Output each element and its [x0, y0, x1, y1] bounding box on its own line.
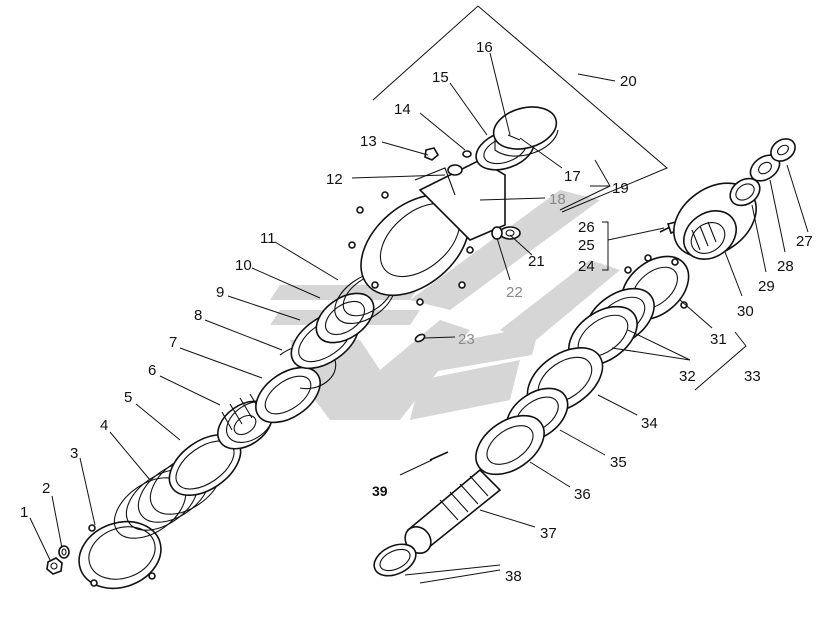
label-18: 18: [549, 191, 566, 208]
label-26: 26: [578, 219, 595, 236]
label-38: 38: [505, 568, 522, 585]
label-28: 28: [777, 258, 794, 275]
label-16: 16: [476, 39, 493, 56]
part-10-bearing: [315, 292, 375, 344]
label-39: 39: [372, 483, 388, 499]
part-17-pin: [507, 134, 521, 141]
label-27: 27: [796, 233, 813, 250]
label-12: 12: [326, 171, 343, 188]
label-4: 4: [100, 417, 108, 434]
leader-lines: [29, 52, 809, 584]
part-18-housing: [348, 159, 506, 306]
part-23-pin: [414, 333, 426, 343]
label-19: 19: [612, 180, 629, 197]
label-23: 23: [458, 331, 475, 348]
label-10: 10: [235, 257, 252, 274]
label-9: 9: [216, 284, 224, 301]
label-21: 21: [528, 253, 545, 270]
label-24: 24: [578, 258, 595, 275]
label-8: 8: [194, 307, 202, 324]
label-35: 35: [610, 454, 627, 471]
part-21-fitting: [499, 226, 521, 240]
part-36-bearing: [475, 414, 545, 476]
label-31: 31: [710, 331, 727, 348]
label-29: 29: [758, 278, 775, 295]
label-11: 11: [260, 230, 276, 247]
part-13-bolt: [424, 147, 440, 161]
part-12-plug: [447, 164, 463, 176]
label-14: 14: [394, 101, 411, 118]
bracket-33: [694, 331, 747, 391]
label-30: 30: [737, 303, 754, 320]
bracket-20: [372, 5, 668, 213]
label-2: 2: [42, 480, 50, 497]
label-36: 36: [574, 486, 591, 503]
part-16-cap: [492, 106, 559, 157]
label-7: 7: [169, 334, 177, 351]
part-37-shaft: [404, 468, 502, 555]
label-32: 32: [679, 368, 696, 385]
part-2-washer: [58, 545, 70, 559]
part-38-rings: [373, 543, 417, 577]
label-22: 22: [506, 284, 523, 301]
part-3-cover: [78, 520, 162, 590]
part-14-pin: [462, 150, 472, 158]
label-15: 15: [432, 69, 449, 86]
part-1-nut: [46, 557, 63, 575]
label-37: 37: [540, 525, 557, 542]
label-13: 13: [360, 133, 377, 150]
bracket-24-26: [602, 221, 609, 271]
part-labels: 1 2 3 4 5 6 7 8 9 10 11 12 13 14 15 16 1…: [20, 39, 813, 585]
part-39-pin: [429, 451, 449, 461]
label-25: 25: [578, 237, 595, 254]
part-7-seal: [255, 366, 321, 424]
part-29-seal: [729, 177, 761, 207]
label-5: 5: [124, 389, 132, 406]
label-20: 20: [620, 73, 637, 90]
label-33: 33: [744, 368, 761, 385]
label-1: 1: [20, 504, 28, 521]
label-34: 34: [641, 415, 658, 432]
part-27-nut: [770, 138, 796, 162]
label-6: 6: [148, 362, 156, 379]
label-17: 17: [564, 168, 581, 185]
part-22-washer: [491, 226, 503, 240]
label-3: 3: [70, 445, 78, 462]
